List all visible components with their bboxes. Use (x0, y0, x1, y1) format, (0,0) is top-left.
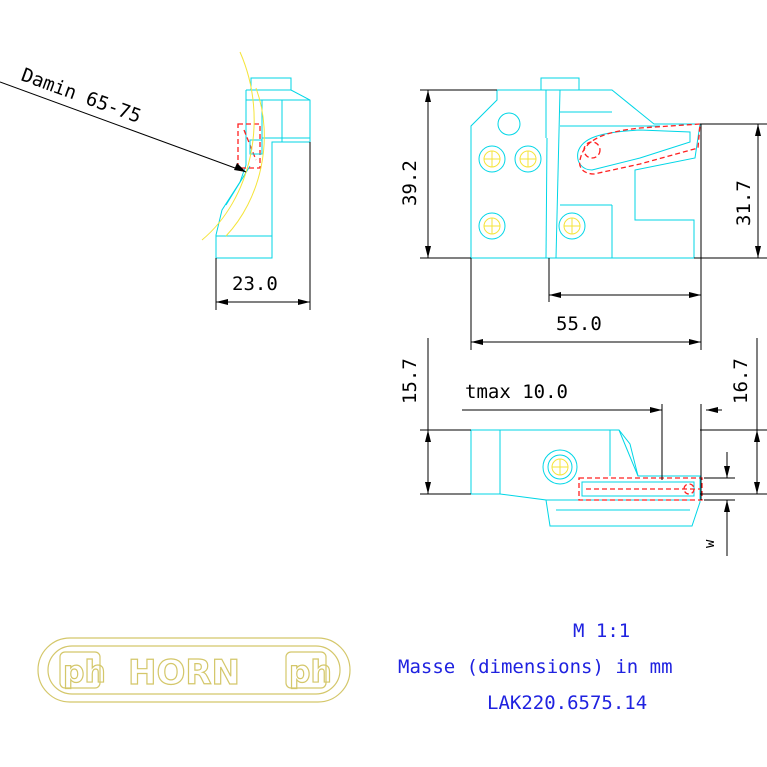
front-height-dimension: 39.2 (399, 89, 497, 259)
top-screw (542, 449, 578, 485)
front-view-body (470, 77, 701, 259)
workpiece-arc (201, 51, 265, 241)
top-right-height-label: 16.7 (730, 358, 752, 404)
logo-left-mark: ph (59, 651, 106, 691)
part-number: LAK220.6575.14 (487, 692, 647, 714)
top-left-height-label: 15.7 (399, 358, 421, 404)
screw-1 (478, 145, 506, 173)
front-right-height-label: 31.7 (733, 180, 755, 226)
tmax-label: tmax 10.0 (465, 381, 568, 403)
horn-logo: ph HORN ph (37, 637, 351, 703)
side-view-insert (237, 123, 263, 169)
title-block: M 1:1 Masse (dimensions) in mm LAK220.65… (398, 620, 673, 714)
front-height-label: 39.2 (399, 160, 421, 206)
screw-3 (478, 212, 506, 240)
svg-text:ph: ph (63, 655, 106, 690)
scale-label: M 1:1 (573, 620, 630, 642)
w-dimension: w (702, 452, 735, 556)
logo-text: HORN (128, 653, 240, 693)
w-label: w (702, 539, 718, 548)
side-view-body (215, 77, 311, 259)
top-left-height-dimension: 15.7 (399, 338, 471, 495)
front-view: 39.2 31.7 55.0 (399, 77, 767, 350)
front-right-height-dimension: 31.7 (694, 123, 767, 259)
top-view-body (470, 429, 701, 527)
tmax-dimension: tmax 10.0 (462, 381, 722, 500)
screw-4 (558, 212, 586, 240)
top-insert (578, 477, 703, 501)
top-right-height-dimension: 16.7 (700, 338, 767, 495)
svg-text:ph: ph (289, 655, 332, 690)
top-view: 15.7 16.7 tmax 10.0 (399, 338, 767, 556)
logo-right-mark: ph (285, 651, 332, 691)
front-width-dimension: 55.0 (470, 124, 702, 350)
screw-2 (514, 145, 542, 173)
front-insert (577, 123, 701, 175)
front-width-label: 55.0 (556, 313, 602, 335)
damin-callout: Damin 65-75 (0, 64, 247, 173)
units-label: Masse (dimensions) in mm (398, 656, 673, 678)
side-width-label: 23.0 (232, 273, 278, 295)
front-screws (478, 145, 586, 240)
side-width-dimension: 23.0 (215, 142, 311, 310)
side-view: Damin 65-75 23.0 (0, 51, 311, 310)
